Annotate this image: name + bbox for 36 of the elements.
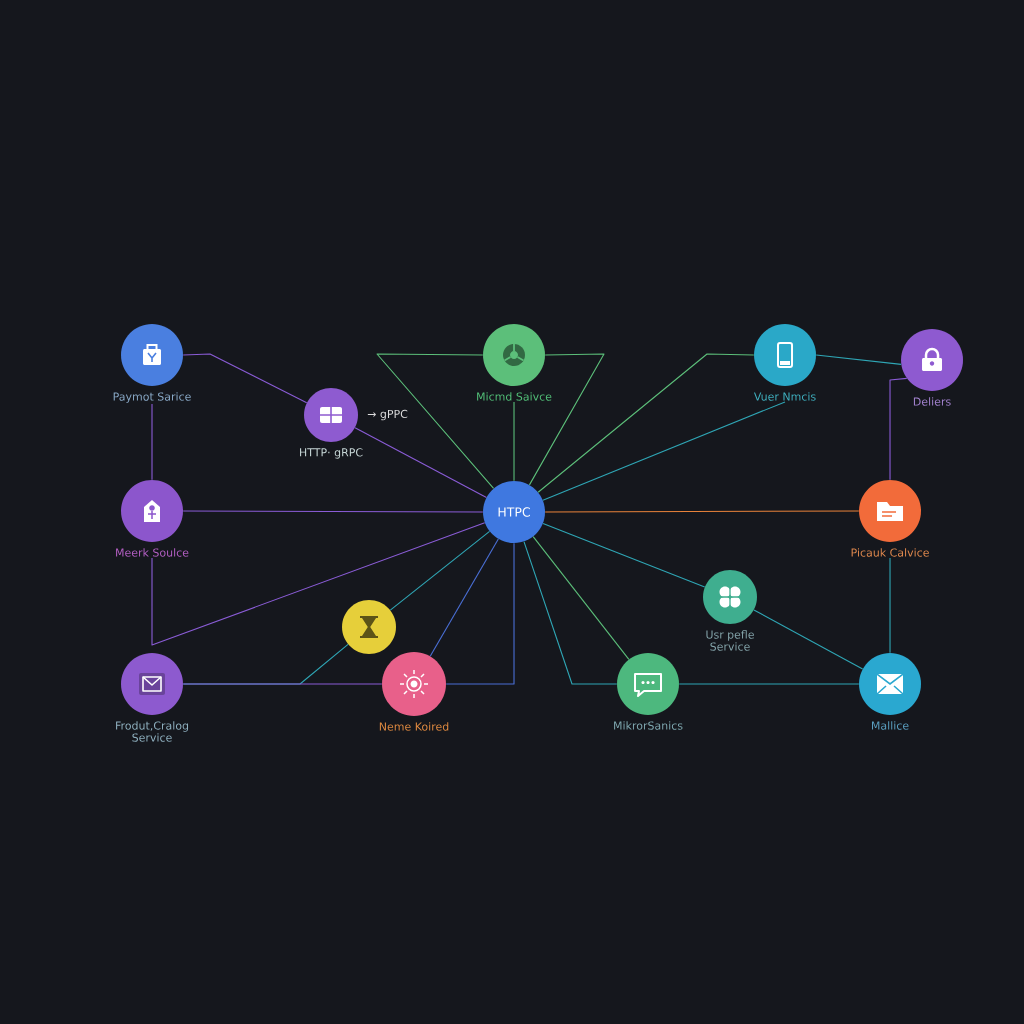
connector-line — [182, 353, 308, 404]
node-label: Mallice — [872, 721, 909, 730]
connector-line — [678, 683, 860, 685]
connector-line — [182, 683, 383, 685]
connector-line — [151, 522, 486, 646]
connector-line — [523, 541, 618, 685]
node-label: Frodut,Cralog Service — [116, 721, 188, 742]
connector-line — [889, 557, 891, 654]
node-label: Picauk Calvice — [851, 548, 929, 557]
node-label: Micmd Saivce — [477, 392, 552, 401]
node-label: Paymot Sarice — [113, 392, 191, 403]
connector-line — [542, 401, 786, 501]
connector-line — [513, 401, 515, 482]
connector-line — [544, 510, 860, 513]
connector-line — [429, 538, 499, 657]
connector-line — [389, 530, 491, 611]
connector-line — [753, 609, 864, 670]
side-label: → gPPC — [367, 409, 408, 421]
node-label: Deliers — [913, 397, 951, 406]
connector-line — [182, 510, 484, 513]
connector-line — [528, 353, 605, 486]
connector-line — [151, 403, 153, 481]
connector-line — [889, 377, 908, 481]
node-label: MikrorSanics — [614, 721, 683, 730]
node-label: Meerk Soulce — [116, 548, 189, 557]
node-label: Neme Koired — [379, 722, 449, 731]
connector-line — [815, 354, 902, 365]
connector-line — [532, 536, 630, 660]
connector-line — [354, 427, 487, 498]
connector-line — [445, 542, 515, 685]
connector-line — [542, 522, 706, 588]
connector-line — [537, 353, 755, 493]
node-label: Vuer Nmcis — [753, 392, 816, 401]
connector-line — [376, 353, 495, 489]
node-label: HTTP· gRPC — [300, 448, 363, 459]
node-label: Usr pefle Service — [706, 630, 754, 651]
